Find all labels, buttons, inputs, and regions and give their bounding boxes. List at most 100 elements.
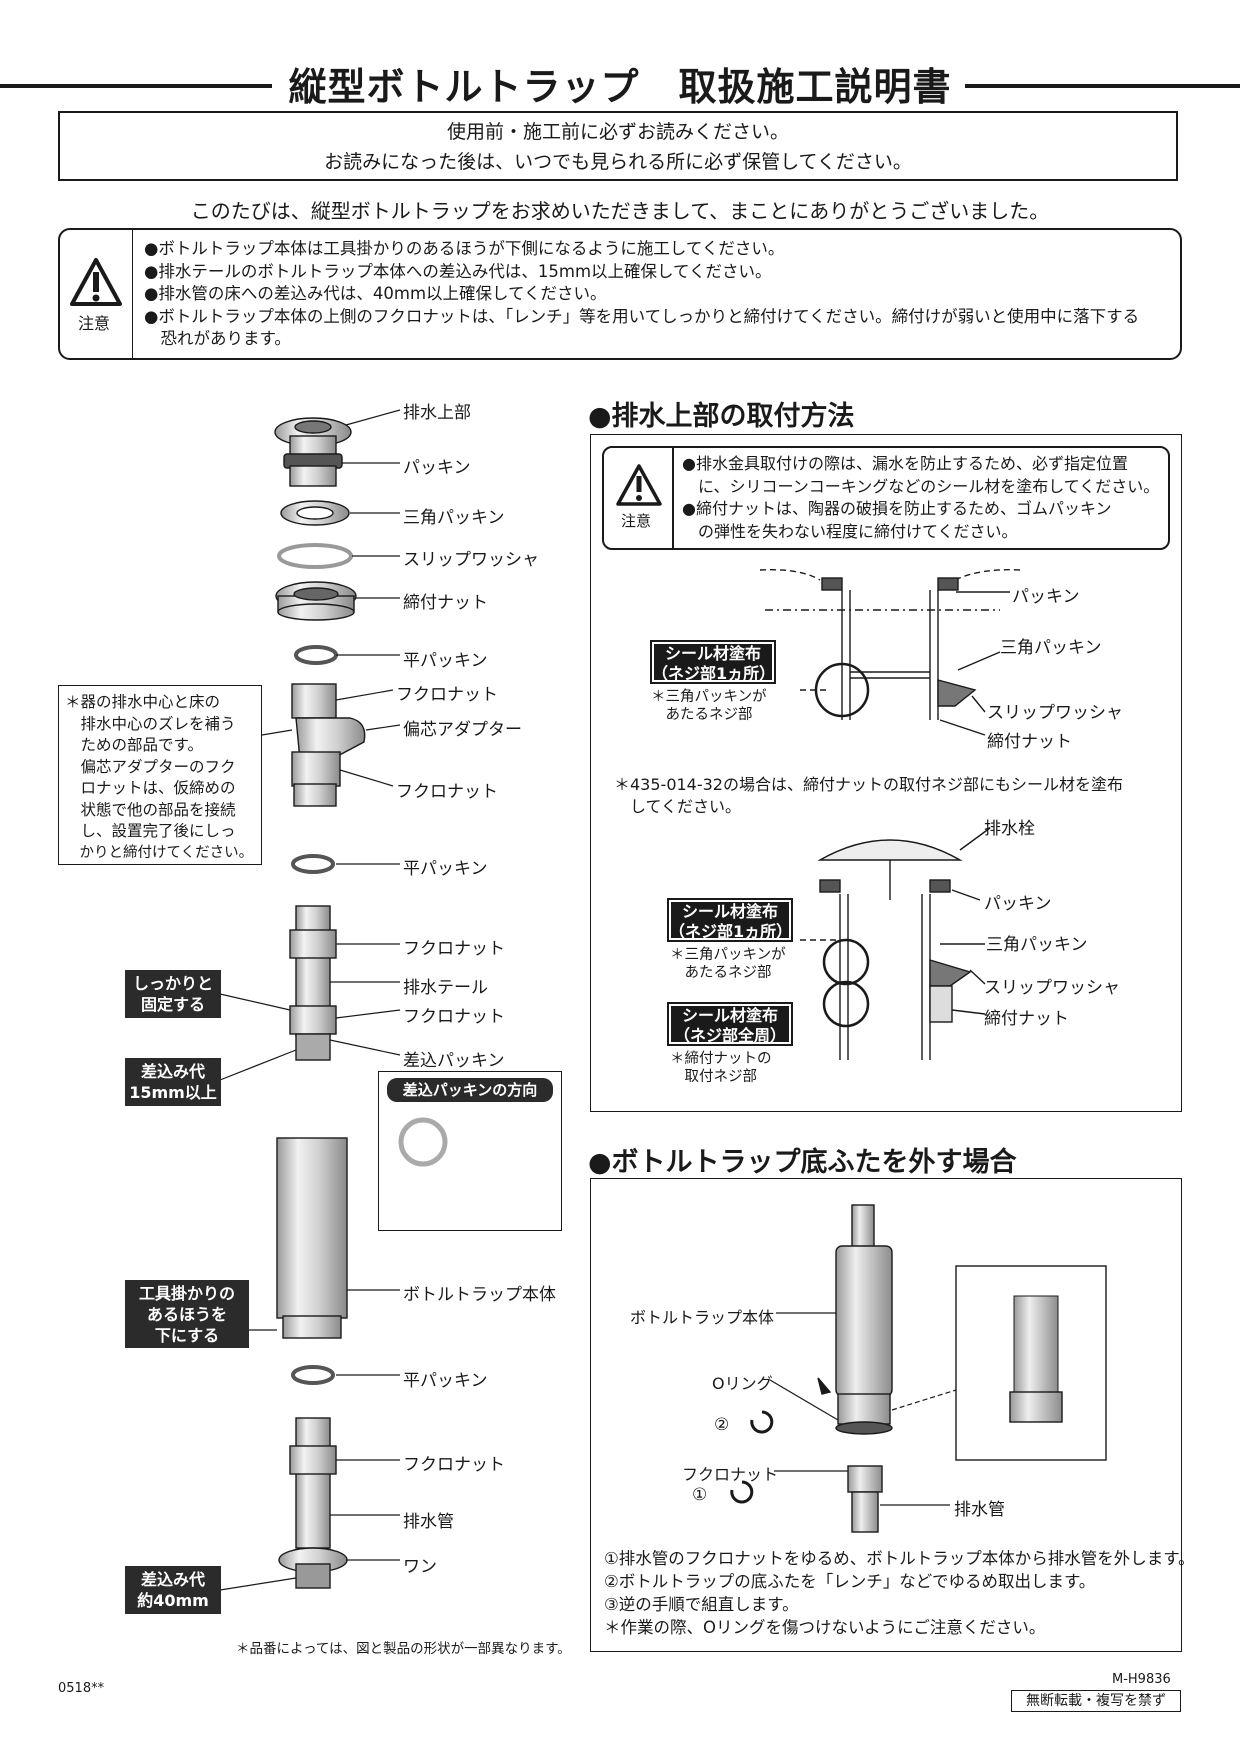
d2-label-slip-washer: スリップワッシャ <box>984 978 1120 998</box>
section2-heading: ●ボトルトラップ底ふたを外す場合 <box>588 1147 1017 1178</box>
tag-fix-firmly: しっかりと 固定する <box>125 970 221 1018</box>
note-line: ロナットは、仮締めの <box>65 779 236 797</box>
tag-line: 固定する <box>140 995 205 1014</box>
caution-icon-cell: 注意 <box>60 230 133 358</box>
doc-code-left: 0518** <box>58 1681 105 1696</box>
caution-box: 注意 ●ボトルトラップ本体は工具掛かりのあるほうが下側になるように施工してくださ… <box>58 228 1182 360</box>
label-packing: パッキン <box>403 458 471 478</box>
section2-steps: ①排水管のフクロナットをゆるめ、ボトルトラップ本体から排水管を外します。 ②ボト… <box>604 1547 1195 1639</box>
step-line: ②ボトルトラップの底ふたを「レンチ」などでゆるめ取出します。 <box>604 1572 1096 1591</box>
label-fukuro-nut-4: フクロナット <box>403 1007 505 1027</box>
note-line: ための部品です。 <box>65 736 203 754</box>
tag-insert-40mm: 差込み代 約40mm <box>125 1566 221 1614</box>
label-fukuro-nut-1: フクロナット <box>396 685 498 705</box>
label-drain-pipe: 排水管 <box>403 1512 454 1532</box>
label-clamp-nut: 締付ナット <box>403 593 488 613</box>
direction-diagram <box>398 1117 448 1167</box>
label-flat-packing-1: 平パッキン <box>403 651 488 671</box>
page-title: 縦型ボトルトラップ 取扱施工説明書 <box>288 65 952 109</box>
note-line: 排水中心のズレを補う <box>65 714 236 733</box>
label-drain-tail: 排水テール <box>403 978 488 998</box>
d2-label-packing: パッキン <box>984 894 1052 914</box>
tag-line: あるほうを <box>146 1305 227 1324</box>
label-fukuro-nut-3: フクロナット <box>403 939 505 959</box>
section1-caution-box: 注意 ●排水金具取付けの際は、漏水を防止するため、必ず指定位置 に、シリコーンコ… <box>602 446 1170 550</box>
tag-insert-15mm: 差込み代 15mm以上 <box>125 1058 221 1106</box>
note-line: 偏芯アダプターのフク <box>65 757 236 776</box>
tag-line: 15mm以上 <box>129 1083 217 1102</box>
title-rule-left <box>0 84 272 88</box>
s2-label-step1: ① <box>692 1485 708 1505</box>
title-rule-right <box>965 84 1240 88</box>
caution-item: に、シリコーンコーキングなどのシール材を塗布してください。 <box>682 476 1160 496</box>
label-wan: ワン <box>403 1557 437 1577</box>
seal-line: （ネジ部1ヵ所） <box>669 922 793 941</box>
tag-line: 差込み代 <box>140 1570 205 1589</box>
note-line: し、設置完了後にしっ <box>65 822 236 840</box>
seal-line: （ネジ部全周） <box>673 1026 786 1045</box>
d1-label-tri-packing: 三角パッキン <box>1000 638 1102 658</box>
tag-line: 約40mm <box>137 1591 209 1610</box>
caution-item: ●ボトルトラップ本体は工具掛かりのあるほうが下側になるように施工してください。 <box>144 239 785 258</box>
caution-label: 注意 <box>78 314 111 333</box>
d2-label-tri-packing: 三角パッキン <box>986 935 1088 955</box>
seal-note-2: シール材塗布 （ネジ部1ヵ所） <box>667 898 793 942</box>
note-line: 状態で他の部品を接続 <box>65 800 236 819</box>
d1-label-slip-washer: スリップワッシャ <box>987 703 1123 723</box>
caution-item: ●締付ナットは、陶器の破損を防止するため、ゴムパッキン <box>682 499 1112 518</box>
thanks-message: このたびは、縦型ボトルトラップをお求めいただきまして、まことにありがとうございま… <box>190 199 1050 223</box>
caution-divider <box>672 448 674 548</box>
tag-tool-side-down: 工具掛かりの あるほうを 下にする <box>125 1280 249 1348</box>
seal-line: （ネジ部1ヵ所） <box>652 664 776 683</box>
step-line: ③逆の手順で組直します。 <box>604 1595 799 1614</box>
tag-line: 下にする <box>154 1326 220 1345</box>
tag-line: 工具掛かりの <box>138 1284 235 1303</box>
section1-heading: ●排水上部の取付方法 <box>588 401 855 432</box>
seal-note-2-detail: ＊三角パッキンが あたるネジ部 <box>670 946 786 982</box>
notice-line-2: お読みになった後は、いつでも見られる所に必ず保管してください。 <box>324 151 912 173</box>
d1-label-packing: パッキン <box>1012 587 1080 607</box>
caution-item: ●排水テールのボトルトラップ本体への差込み代は、15mm以上確保してください。 <box>144 261 772 281</box>
direction-title: 差込パッキンの方向 <box>387 1078 553 1102</box>
note-line: あたるネジ部 <box>670 965 772 981</box>
s2-label-fukuro-nut: フクロナット <box>682 1465 779 1484</box>
note-line: ＊三角パッキンが <box>651 689 767 705</box>
caution-item: の弾性を失わない程度に締付けてください。 <box>682 521 1018 541</box>
label-insert-packing: 差込パッキン <box>403 1051 505 1071</box>
note-line: かりと締付けてください。 <box>65 844 254 861</box>
s2-label-o-ring: Oリング <box>712 1374 773 1393</box>
seal-line: シール材塗布 <box>664 644 761 663</box>
seal-line: シール材塗布 <box>681 902 778 921</box>
warning-icon <box>70 258 122 306</box>
note-line: ＊締付ナットの <box>670 1051 772 1067</box>
note-line: ＊435-014-32の場合は、締付ナットの取付ネジ部にもシール材を塗布 <box>614 775 1123 794</box>
copyright-notice: 無断転載・複写を禁ず <box>1011 1690 1181 1712</box>
label-flat-packing-3: 平パッキン <box>403 1371 488 1391</box>
read-before-use-notice: 使用前・施工前に必ずお読みください。 お読みになった後は、いつでも見られる所に必… <box>58 111 1178 181</box>
caution-item: ●排水管の床への差込み代は、40mm以上確保してください。 <box>144 284 607 303</box>
s2-label-drain-pipe: 排水管 <box>954 1500 1005 1520</box>
label-drain-top: 排水上部 <box>403 403 471 423</box>
label-fukuro-nut-2: フクロナット <box>396 782 498 802</box>
caution-item: ●ボトルトラップ本体の上側のフクロナットは、「レンチ」等を用いてしっかりと締付け… <box>144 306 1140 326</box>
d2-label-clamp-nut: 締付ナット <box>984 1009 1069 1029</box>
step-line: ①排水管のフクロナットをゆるめ、ボトルトラップ本体から排水管を外します。 <box>604 1549 1195 1568</box>
label-fukuro-nut-5: フクロナット <box>403 1455 505 1475</box>
seal-note-3: シール材塗布 （ネジ部全周） <box>667 1002 793 1046</box>
model-note: ＊435-014-32の場合は、締付ナットの取付ネジ部にもシール材を塗布 してく… <box>614 774 1123 818</box>
insert-packing-direction-box: 差込パッキンの方向 <box>378 1071 562 1231</box>
section1-caution-label: 注意 <box>621 512 652 530</box>
caution-lines: ●ボトルトラップ本体は工具掛かりのあるほうが下側になるように施工してください。 … <box>144 238 1139 351</box>
seal-note-1-detail: ＊三角パッキンが あたるネジ部 <box>651 688 767 724</box>
label-eccentric-adapter: 偏芯アダプター <box>403 720 522 740</box>
section2-panel <box>590 1178 1182 1652</box>
s2-label-bottle-body: ボトルトラップ本体 <box>630 1308 775 1327</box>
label-bottle-body: ボトルトラップ本体 <box>403 1285 556 1305</box>
step-line: ＊作業の際、Oリングを傷つけないようにご注意ください。 <box>604 1618 1046 1637</box>
tag-line: しっかりと <box>132 974 213 993</box>
note-line: あたるネジ部 <box>651 707 753 723</box>
section1-caution-lines: ●排水金具取付けの際は、漏水を防止するため、必ず指定位置 に、シリコーンコーキン… <box>682 453 1159 543</box>
note-line: ＊器の排水中心と床の <box>65 693 221 711</box>
caution-item: ●排水金具取付けの際は、漏水を防止するため、必ず指定位置 <box>682 454 1128 473</box>
s2-label-step2: ② <box>714 1415 730 1435</box>
